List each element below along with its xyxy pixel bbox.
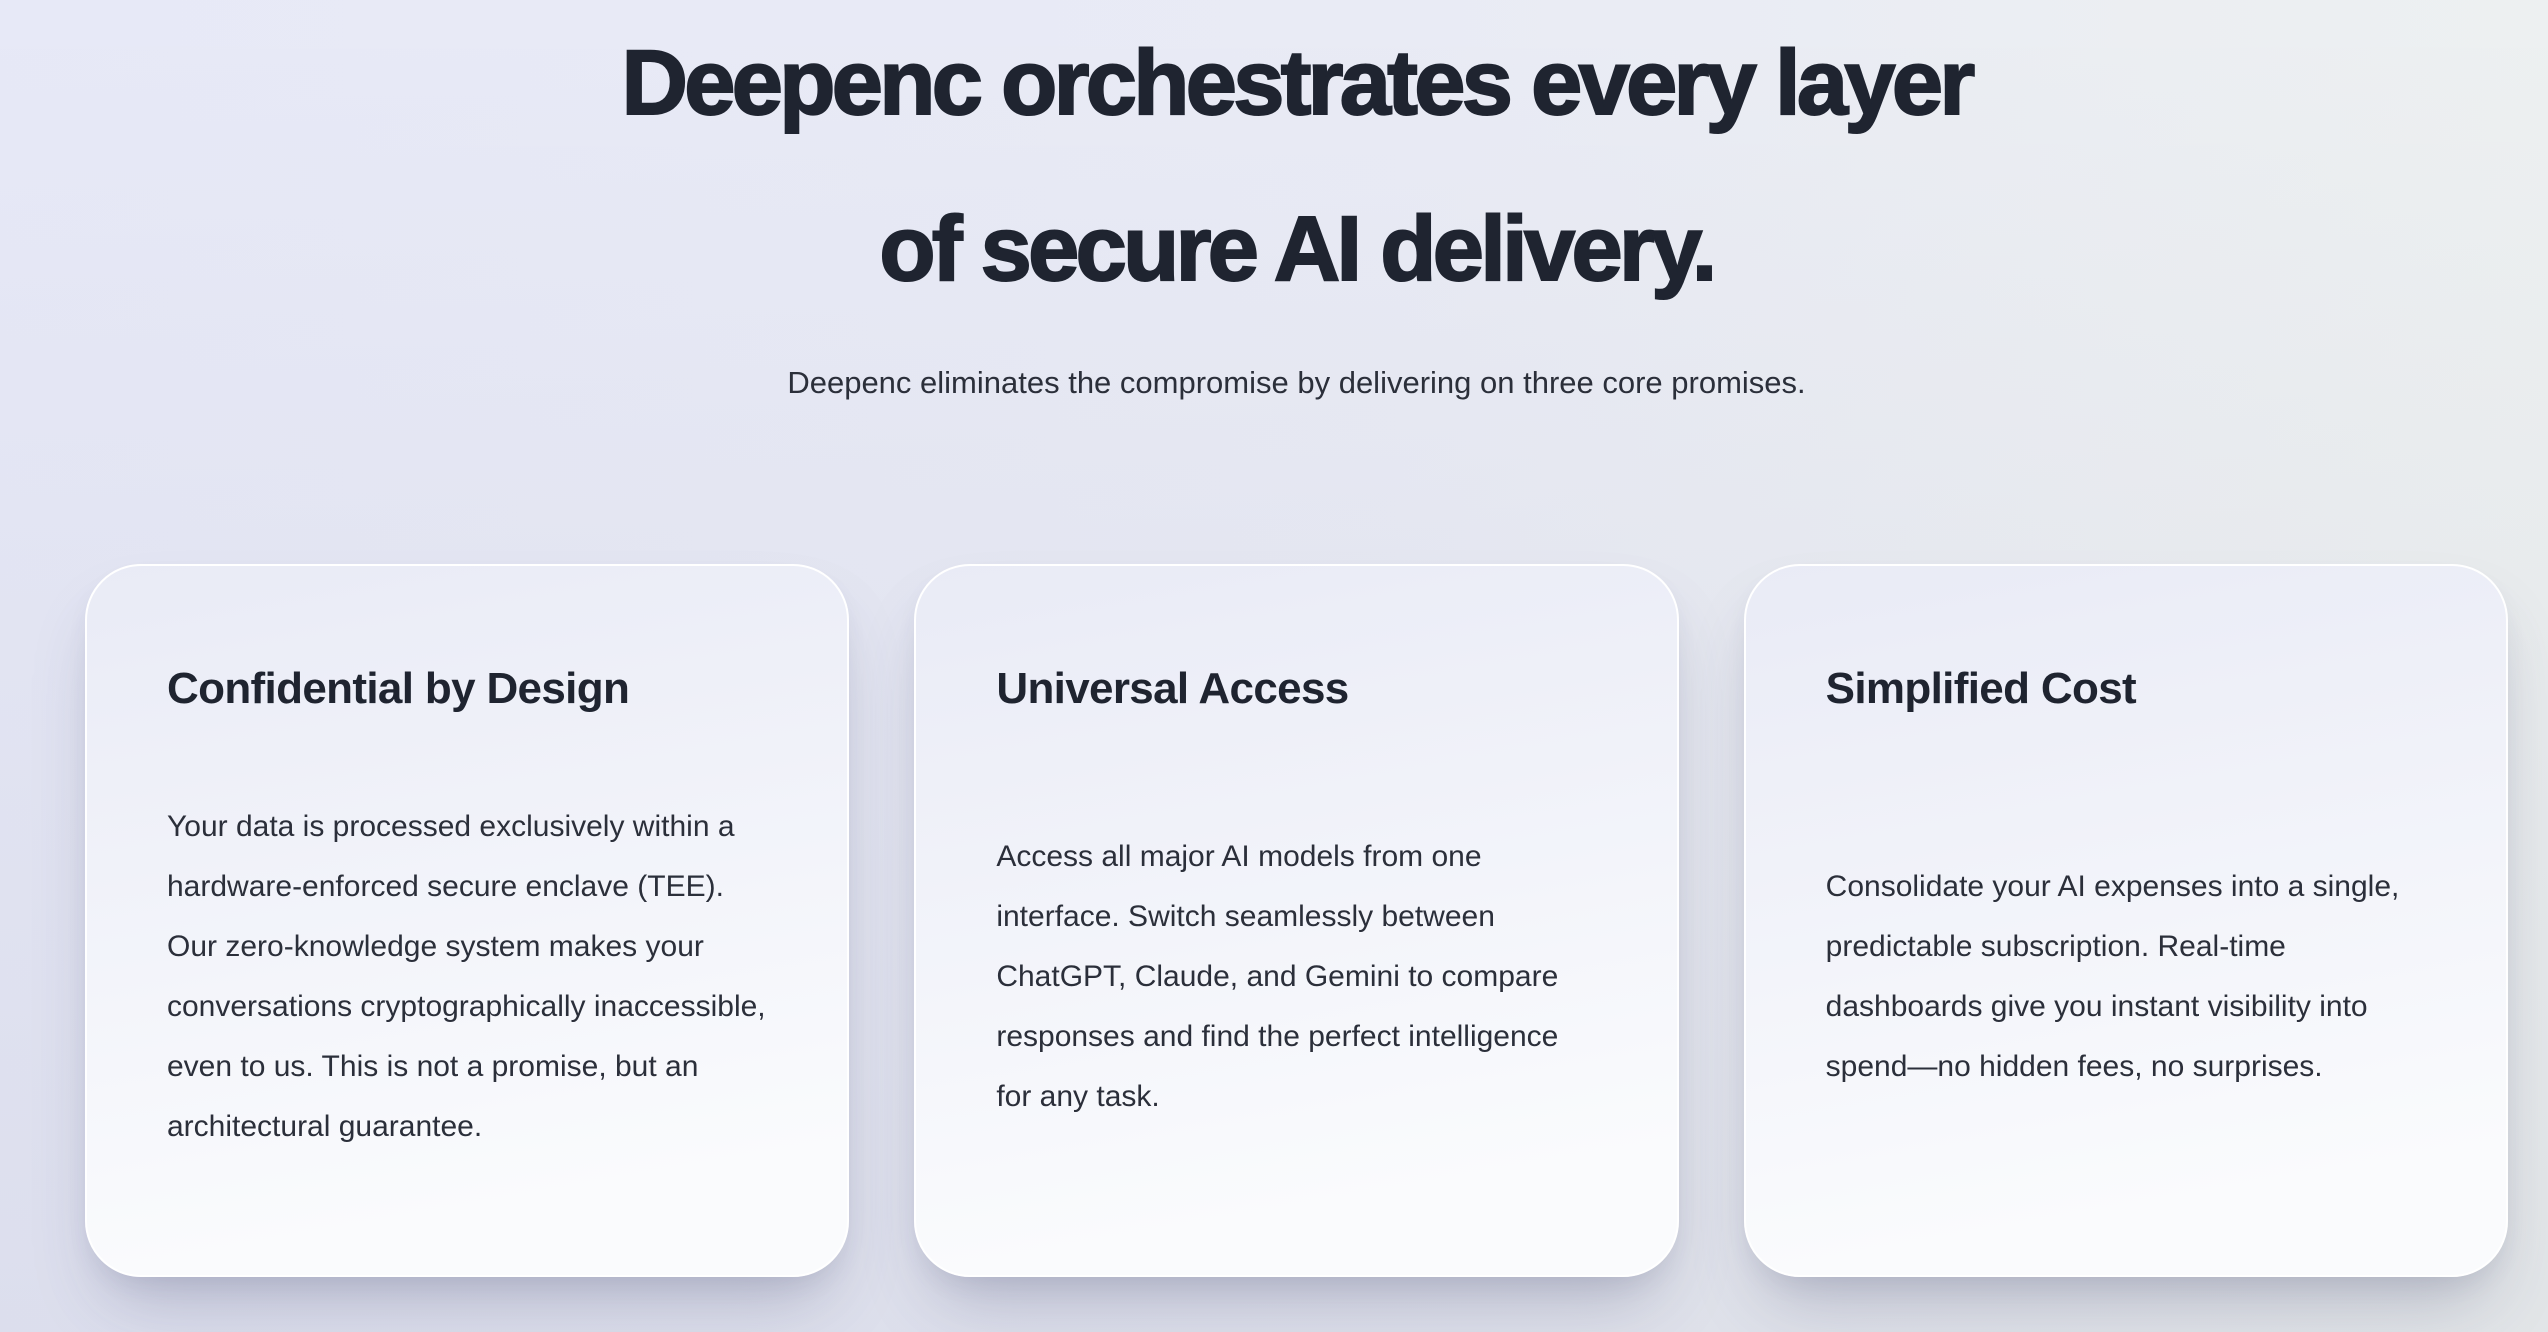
card-title: Universal Access	[996, 664, 1349, 713]
feature-cards-grid: Confidential by Design Your data is proc…	[85, 564, 2508, 1277]
card-title: Simplified Cost	[1825, 664, 2137, 713]
feature-card-simplified-cost: Simplified Cost Consolidate your AI expe…	[1743, 564, 2508, 1277]
card-body-wrap: Consolidate your AI expenses into a sing…	[1826, 715, 2426, 1239]
card-title: Confidential by Design	[167, 664, 630, 713]
hero-subtitle: Deepenc eliminates the compromise by del…	[787, 365, 1806, 400]
hero-title-line1: Deepenc orchestrates every layer	[620, 31, 1976, 135]
secure-ai-section: Deepenc orchestrates every layer of secu…	[85, 0, 2508, 1277]
hero-title: Deepenc orchestrates every layer of secu…	[85, 0, 2508, 332]
card-body: Access all major AI models from one inte…	[996, 840, 1559, 1113]
card-body-wrap: Your data is processed exclusively withi…	[167, 715, 767, 1239]
feature-card-universal-access: Universal Access Access all major AI mod…	[914, 564, 1679, 1277]
card-body: Your data is processed exclusively withi…	[167, 810, 766, 1143]
hero-title-line2: of secure AI delivery.	[878, 197, 1718, 301]
feature-card-confidential: Confidential by Design Your data is proc…	[85, 564, 850, 1277]
card-body-wrap: Access all major AI models from one inte…	[996, 715, 1596, 1239]
card-body: Consolidate your AI expenses into a sing…	[1825, 870, 2400, 1083]
